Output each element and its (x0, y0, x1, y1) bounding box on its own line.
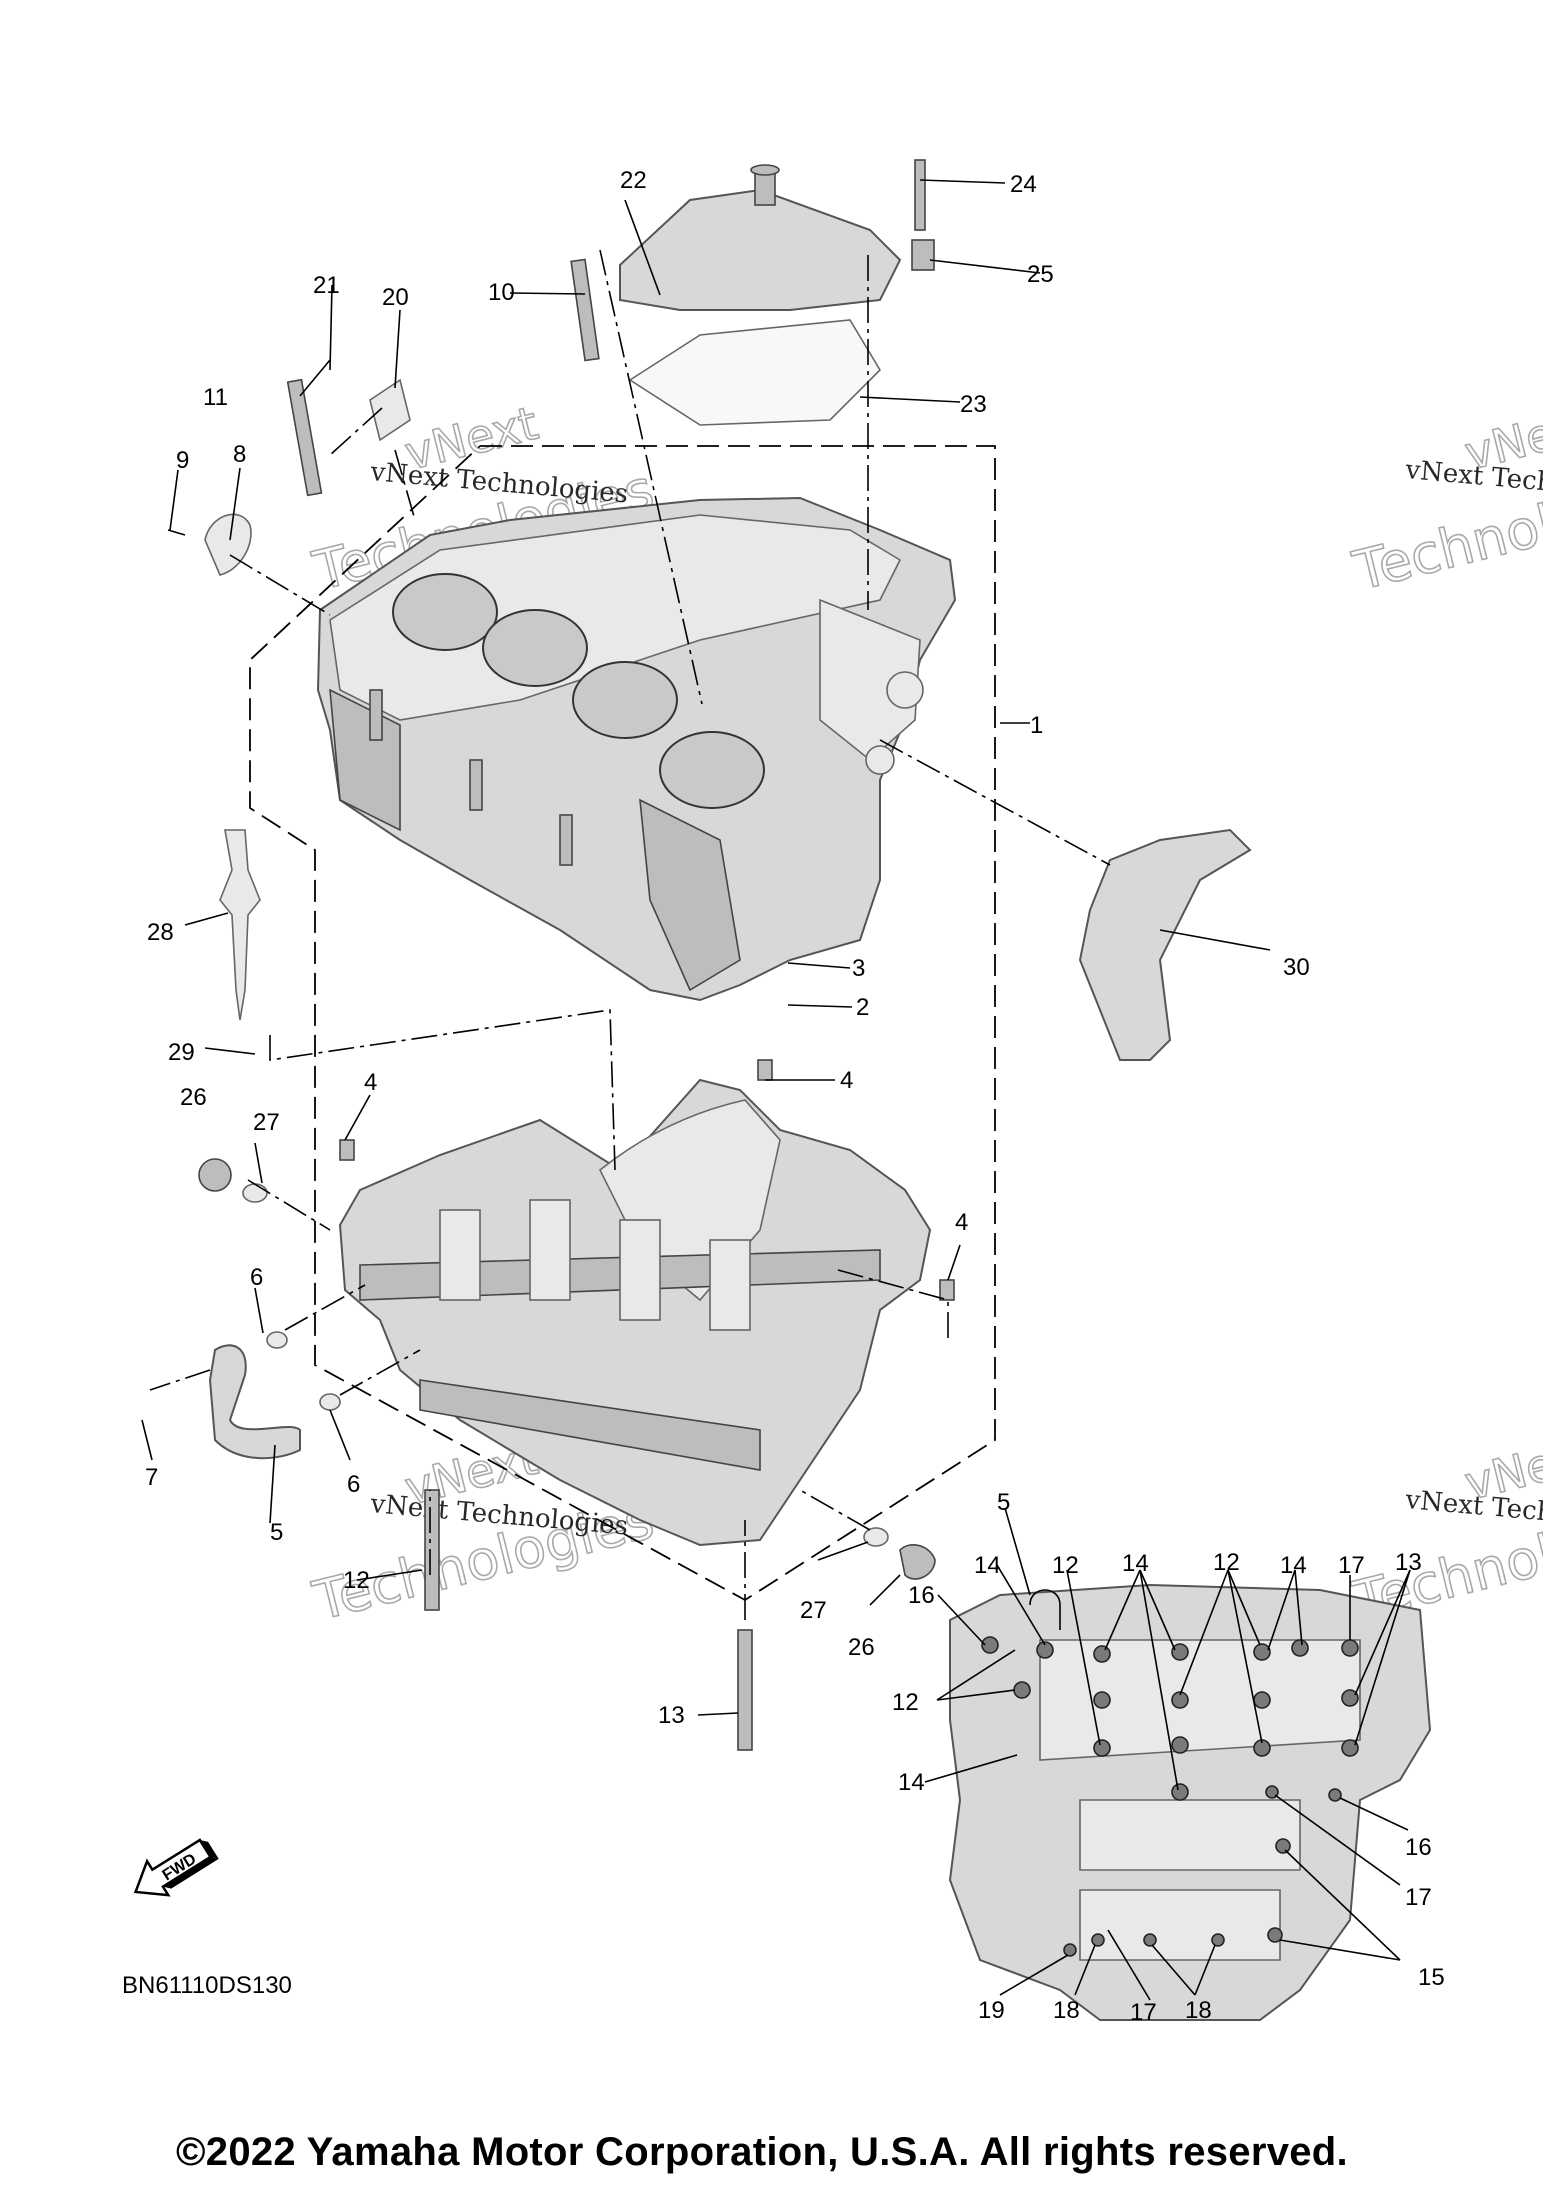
callout-12: 12 (343, 1567, 370, 1594)
assembly-boundary (249, 445, 996, 1602)
cylinder-bore-2 (482, 609, 588, 687)
callout-labels: 1 2 3 4 4 4 5 5 6 6 7 8 9 10 11 12 12 12… (145, 167, 1445, 2026)
callout-25: 25 (1027, 261, 1054, 288)
cylinder-bore-3 (572, 661, 678, 739)
oil-level-gauge (219, 829, 261, 1021)
plate-20 (369, 378, 411, 442)
callout-8: 8 (233, 441, 246, 468)
dowel-pin-4a (339, 1139, 355, 1161)
cylinder-bore-1 (392, 573, 498, 651)
leader-lines (141, 179, 1411, 2001)
callout-12: 12 (892, 1689, 919, 1716)
copyright-notice: ©2022 Yamaha Motor Corporation, U.S.A. A… (176, 2130, 1348, 2174)
callout-14: 14 (974, 1552, 1001, 1579)
callout-26: 26 (180, 1084, 207, 1111)
callout-22: 22 (620, 167, 647, 194)
callout-27: 27 (800, 1597, 827, 1624)
o-ring-27b (863, 1527, 889, 1547)
dowel-pin-4b (757, 1059, 773, 1081)
callout-5: 5 (997, 1489, 1010, 1516)
callout-14: 14 (1280, 1552, 1307, 1579)
callout-20: 20 (382, 284, 409, 311)
callout-4: 4 (364, 1069, 377, 1096)
oil-pipe (208, 1344, 301, 1460)
fwd-arrow-icon: FWD (133, 1838, 219, 1897)
callout-4: 4 (840, 1067, 853, 1094)
callout-3: 3 (852, 955, 865, 982)
o-ring-6b (319, 1393, 341, 1411)
callout-18: 18 (1053, 1997, 1080, 2024)
upper-crankcase (316, 496, 957, 1002)
callout-26: 26 (848, 1634, 875, 1661)
callout-9: 9 (176, 447, 189, 474)
clamp-25 (911, 239, 935, 271)
callout-17: 17 (1130, 1999, 1157, 2026)
callout-4: 4 (955, 1209, 968, 1236)
bolt-24 (914, 159, 926, 231)
o-ring-6a (266, 1331, 288, 1349)
cylinder-bore-4 (659, 731, 765, 809)
callout-6: 6 (347, 1471, 360, 1498)
callout-6: 6 (250, 1264, 263, 1291)
cylinder-head-cover (619, 164, 902, 311)
callout-7: 7 (145, 1464, 158, 1491)
o-ring-27a (242, 1183, 268, 1203)
callout-13: 13 (1395, 1549, 1422, 1576)
callout-15: 15 (1418, 1964, 1445, 1991)
callout-11: 11 (203, 384, 228, 411)
callout-24: 24 (1010, 171, 1037, 198)
callout-17: 17 (1405, 1884, 1432, 1911)
callout-10: 10 (488, 279, 515, 306)
bolt-13-lower (737, 1629, 753, 1751)
callout-1: 1 (1030, 712, 1043, 739)
callout-18: 18 (1185, 1997, 1212, 2024)
callout-13: 13 (658, 1702, 685, 1729)
callout-23: 23 (960, 391, 987, 418)
callout-5: 5 (270, 1519, 283, 1546)
callout-19: 19 (978, 1997, 1005, 2024)
callout-28: 28 (147, 919, 174, 946)
bracket-30 (1078, 828, 1252, 1061)
cover-gasket (628, 319, 882, 426)
callout-16: 16 (1405, 1834, 1432, 1861)
callout-14: 14 (898, 1769, 925, 1796)
callout-12: 12 (1052, 1552, 1079, 1579)
callout-30: 30 (1283, 954, 1310, 981)
dowel-pin-4c (939, 1279, 955, 1301)
bolt-pattern-detail (948, 1583, 1432, 2021)
callout-14: 14 (1122, 1550, 1149, 1577)
diagram-code: BN61110DS130 (122, 1972, 292, 1999)
lower-crankcase (338, 1078, 932, 1547)
callout-21: 21 (313, 272, 340, 299)
stud-bolt-10 (570, 258, 600, 362)
callout-16: 16 (908, 1582, 935, 1609)
bolt-12-lower (424, 1489, 440, 1611)
drain-plug-26b (899, 1544, 936, 1580)
drain-plug-26a (198, 1158, 232, 1192)
cover-8 (204, 513, 252, 576)
callout-2: 2 (856, 994, 869, 1021)
stud-bolt-11 (286, 378, 323, 497)
callout-29: 29 (168, 1039, 195, 1066)
callout-17: 17 (1338, 1552, 1365, 1579)
callout-12: 12 (1213, 1549, 1240, 1576)
callout-27: 27 (253, 1109, 280, 1136)
